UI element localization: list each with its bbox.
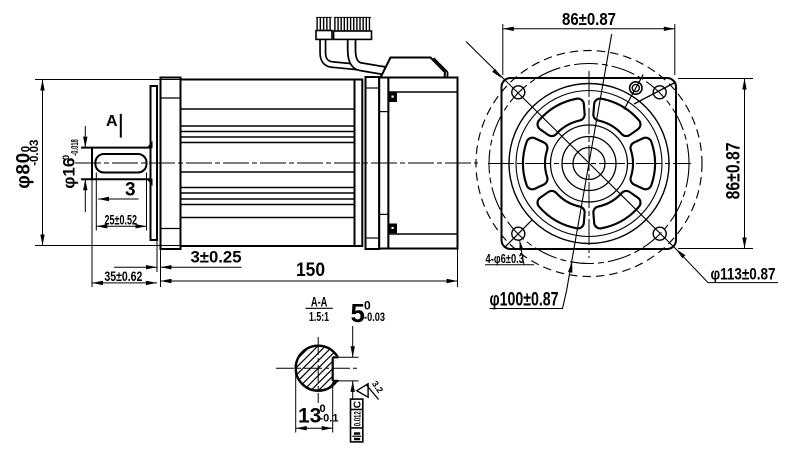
svg-text:A: A bbox=[106, 113, 118, 130]
svg-text:50-0.03: 50-0.03 bbox=[351, 298, 386, 328]
svg-text:130-0.1: 130-0.1 bbox=[298, 403, 338, 428]
svg-text:3±0.25: 3±0.25 bbox=[191, 249, 242, 267]
svg-text:4-φ6±0.3: 4-φ6±0.3 bbox=[486, 251, 525, 266]
svg-text:φ160-0.018: φ160-0.018 bbox=[60, 139, 81, 189]
svg-text:1.5:1: 1.5:1 bbox=[309, 310, 329, 324]
svg-text:150: 150 bbox=[296, 259, 325, 281]
svg-text:35±0.62: 35±0.62 bbox=[104, 269, 142, 284]
svg-text:0.012: 0.012 bbox=[352, 411, 363, 426]
svg-text:A-A: A-A bbox=[311, 294, 328, 309]
svg-text:86±0.87: 86±0.87 bbox=[562, 9, 616, 29]
svg-text:φ113±0.87: φ113±0.87 bbox=[711, 265, 776, 284]
svg-text:25±0.52: 25±0.52 bbox=[105, 212, 138, 227]
svg-text:φ100±0.87: φ100±0.87 bbox=[490, 289, 559, 311]
svg-text:φ800-0.03: φ800-0.03 bbox=[14, 140, 42, 189]
svg-text:3: 3 bbox=[125, 180, 136, 201]
svg-text:C: C bbox=[352, 401, 363, 408]
svg-text:86±0.87: 86±0.87 bbox=[724, 142, 745, 199]
